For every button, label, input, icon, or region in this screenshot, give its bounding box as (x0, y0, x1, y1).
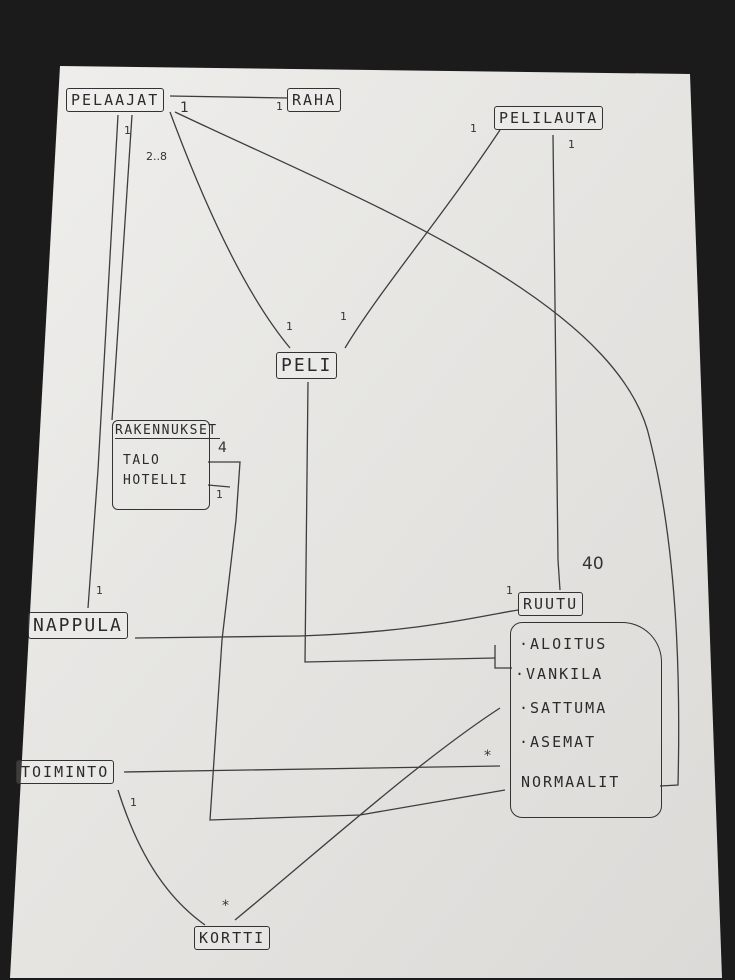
mult-ruutu-count: 40 (582, 554, 604, 574)
mult-nappula-1: 1 (96, 584, 103, 597)
entity-ruutu: RUUTU (518, 592, 584, 616)
mult-star-sattuma: * (484, 748, 491, 764)
mult-pelaajat-raha-b: 1 (276, 100, 283, 113)
ruutu-item-normaalit: NORMAALIT (521, 773, 621, 791)
mult-peli-right: 1 (340, 310, 347, 323)
mult-rakennukset-4: 4 (218, 440, 227, 456)
mult-pelaajat-peli: 2..8 (146, 150, 167, 163)
mult-pelaajat-raha-a: 1 (180, 100, 189, 116)
ruutu-item-aloitus: ·ALOITUS (519, 635, 608, 653)
entity-peli: PELI (276, 352, 338, 379)
mult-pelilauta-left: 1 (470, 122, 477, 135)
mult-pelaajat-nappula: 1 (124, 124, 131, 137)
mult-rakennukset-1: 1 (216, 488, 223, 501)
mult-peli-left: 1 (286, 320, 293, 333)
mult-star-kortti: * (222, 898, 229, 914)
mult-ruutu-1: 1 (506, 584, 513, 597)
mult-pelilauta-right: 1 (568, 138, 575, 151)
relation-lines (87, 95, 680, 926)
rakennukset-title: RAKENNUKSET (115, 423, 220, 439)
rakennukset-hotelli: HOTELLI (123, 473, 189, 488)
rakennukset-talo: TALO (123, 453, 161, 468)
paper-sheet (10, 66, 722, 978)
ruutu-item-asemat: ·ASEMAT (519, 733, 597, 751)
entity-rakennukset: RAKENNUKSET TALO HOTELLI (112, 420, 220, 510)
entity-pelaajat: PELAAJAT (66, 88, 165, 112)
entity-raha: RAHA (287, 88, 342, 112)
ruutu-item-sattuma: ·SATTUMA (519, 699, 608, 717)
ruutu-subtypes: ·ALOITUS ·VANKILA ·SATTUMA ·ASEMAT NORMA… (510, 622, 662, 818)
mult-toiminto-1: 1 (130, 796, 137, 809)
entity-kortti: KORTTI (194, 926, 271, 950)
entity-pelilauta: PELILAUTA (494, 106, 604, 130)
entity-toiminto: TOIMINTO (16, 760, 115, 784)
ruutu-item-vankila: ·VANKILA (515, 665, 604, 683)
entity-nappula: NAPPULA (28, 612, 128, 639)
